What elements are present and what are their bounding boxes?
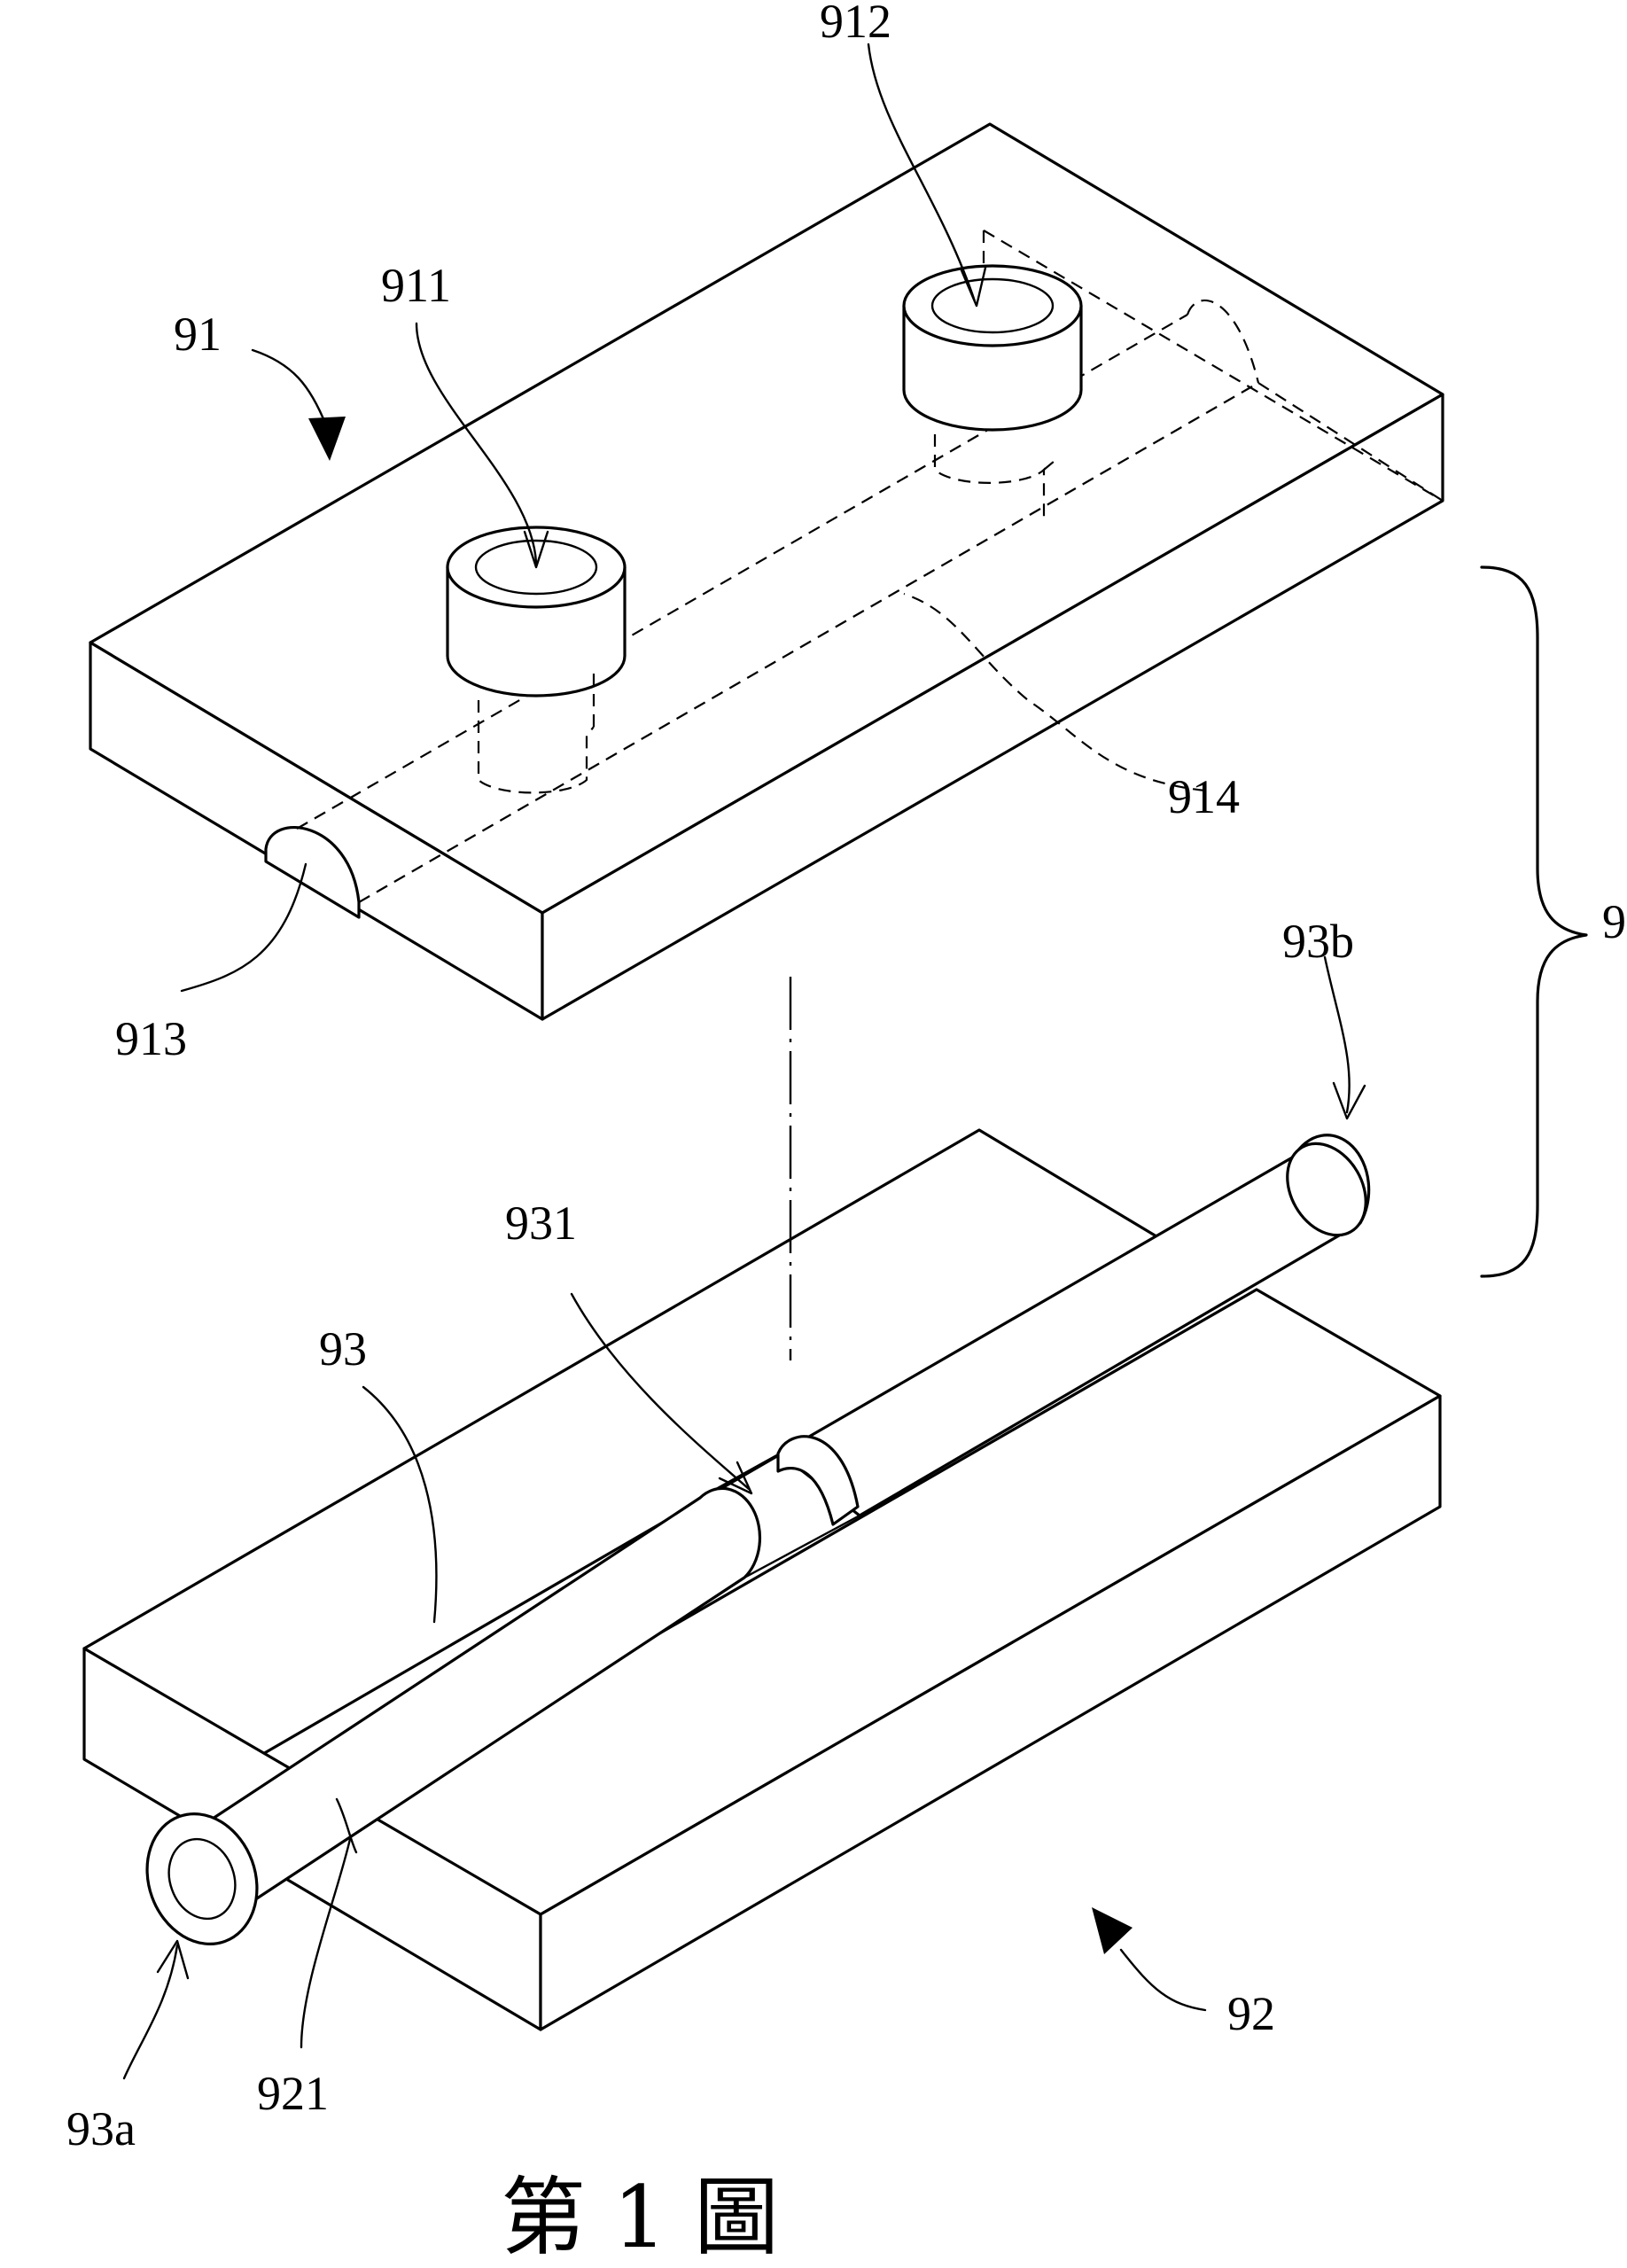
label-912: 912 bbox=[820, 0, 891, 48]
assembly-brace bbox=[1480, 565, 1588, 1278]
label-93a: 93a bbox=[66, 2102, 136, 2155]
label-9: 9 bbox=[1602, 895, 1626, 948]
figure-caption: 第 1 圖 bbox=[501, 2168, 779, 2267]
hole-912 bbox=[902, 230, 1083, 523]
label-921: 921 bbox=[257, 2067, 329, 2120]
leader-lines bbox=[122, 43, 1366, 2080]
arrow-91 bbox=[308, 417, 346, 461]
lower-base-92 bbox=[82, 1128, 1442, 2031]
label-93: 93 bbox=[319, 1322, 367, 1376]
pipe-93 bbox=[145, 1134, 1371, 1946]
arrow-92 bbox=[1092, 1907, 1133, 1954]
upper-block-91 bbox=[89, 122, 1444, 1021]
hole-911 bbox=[446, 526, 627, 794]
labels: 91 911 912 913 914 9 93b 931 93 92 93a 9… bbox=[66, 0, 1626, 2155]
label-931: 931 bbox=[505, 1196, 577, 1250]
label-913: 913 bbox=[115, 1012, 187, 1065]
label-911: 911 bbox=[381, 259, 451, 312]
label-914: 914 bbox=[1168, 770, 1240, 823]
label-92: 92 bbox=[1227, 1987, 1275, 2040]
label-93b: 93b bbox=[1282, 915, 1354, 968]
label-91: 91 bbox=[174, 308, 222, 361]
